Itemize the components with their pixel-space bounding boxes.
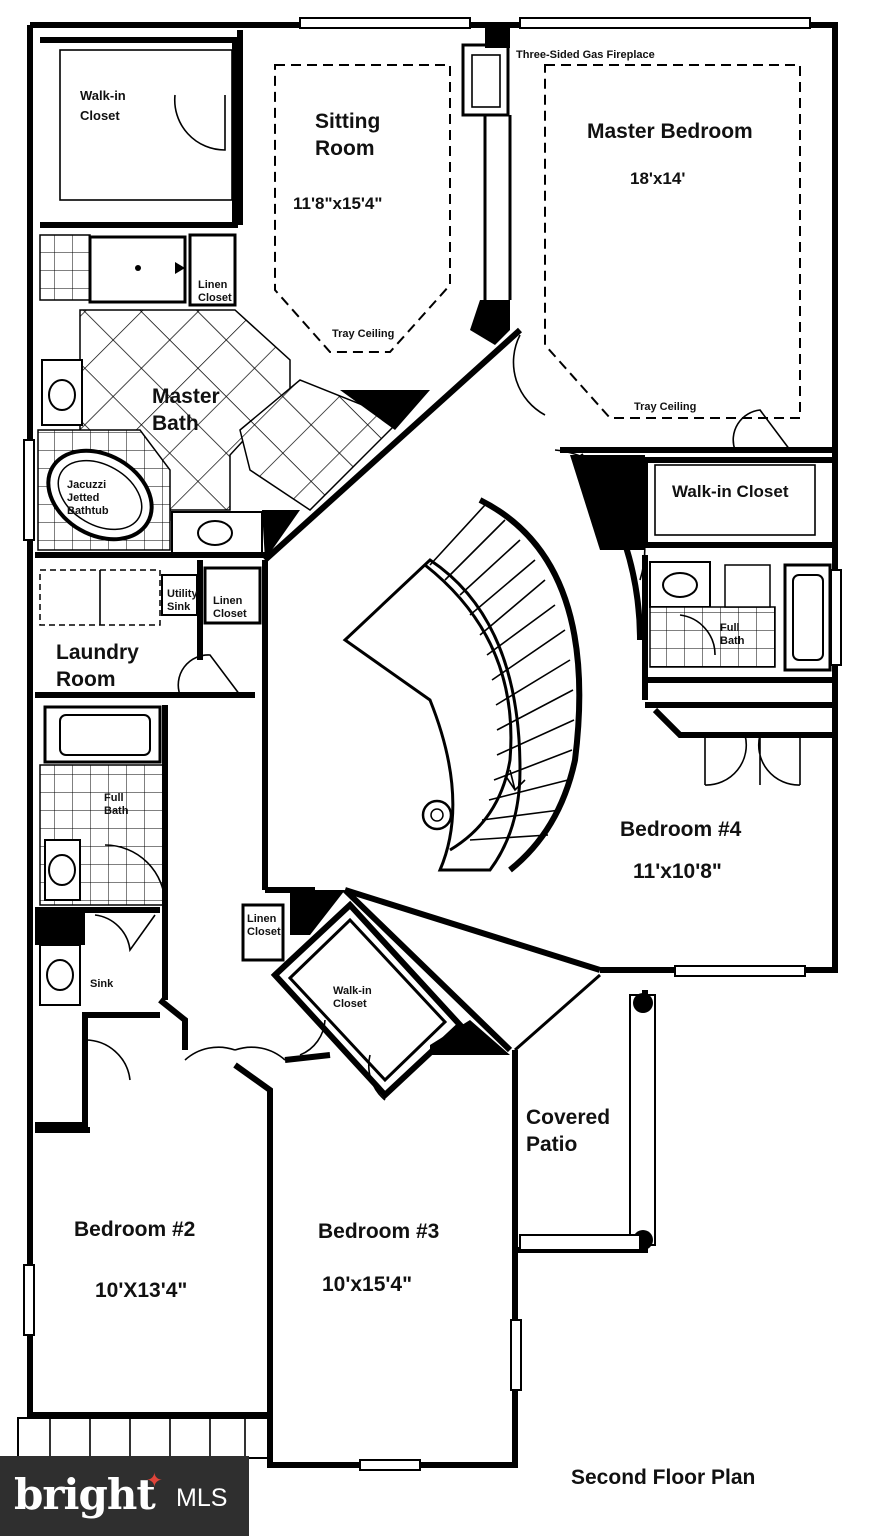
- master-bedroom-tray-ceiling: Tray Ceiling: [634, 401, 696, 413]
- central-corridor: [262, 327, 646, 1053]
- master-walk-in-closet-label: Walk-in Closet: [672, 482, 789, 501]
- bedroom-walls: [35, 1090, 273, 1465]
- fireplace: [461, 28, 512, 300]
- bedroom-3-label: Bedroom #3: [318, 1220, 439, 1243]
- bedroom-2-dimensions: 10'X13'4": [95, 1279, 187, 1302]
- lower-hall: [158, 890, 510, 1415]
- master-bath: [35, 233, 510, 560]
- bedroom-4-dimensions: 11'x10'8": [633, 860, 722, 883]
- walk-in-closet-top-left: [40, 37, 238, 228]
- curved-staircase: [342, 497, 583, 873]
- logo-brand: bright: [14, 1470, 156, 1519]
- sink-area: [35, 910, 160, 1128]
- plan-title: Second Floor Plan: [571, 1466, 755, 1489]
- sitting-room-outline: [237, 30, 451, 353]
- bedroom-2-label: Bedroom #2: [74, 1218, 195, 1241]
- covered-patio: [514, 973, 656, 1251]
- bedroom-4-label: Bedroom #4: [620, 818, 742, 841]
- logo-accent-icon: ✦: [146, 1470, 163, 1492]
- logo-suffix: MLS: [176, 1484, 228, 1512]
- brightmls-logo: bright ✦ MLS: [0, 1456, 249, 1536]
- bedroom-3-dimensions: 10'x15'4": [322, 1273, 412, 1296]
- fireplace-label: Three-Sided Gas Fireplace: [516, 49, 655, 61]
- laundry-area: [35, 560, 262, 698]
- master-bedroom-dimensions: 18'x14': [630, 169, 685, 188]
- full-bath-left: [35, 705, 168, 1000]
- full-bath-right: [642, 555, 835, 786]
- master-bedroom-outline: [544, 64, 835, 453]
- sitting-room-tray-ceiling: Tray Ceiling: [332, 328, 394, 340]
- sitting-room-dimensions: 11'8"x15'4": [293, 194, 382, 213]
- sink-label: Sink: [90, 978, 114, 990]
- porch-railing: [17, 1417, 269, 1459]
- master-bedroom-label: Master Bedroom: [587, 120, 753, 143]
